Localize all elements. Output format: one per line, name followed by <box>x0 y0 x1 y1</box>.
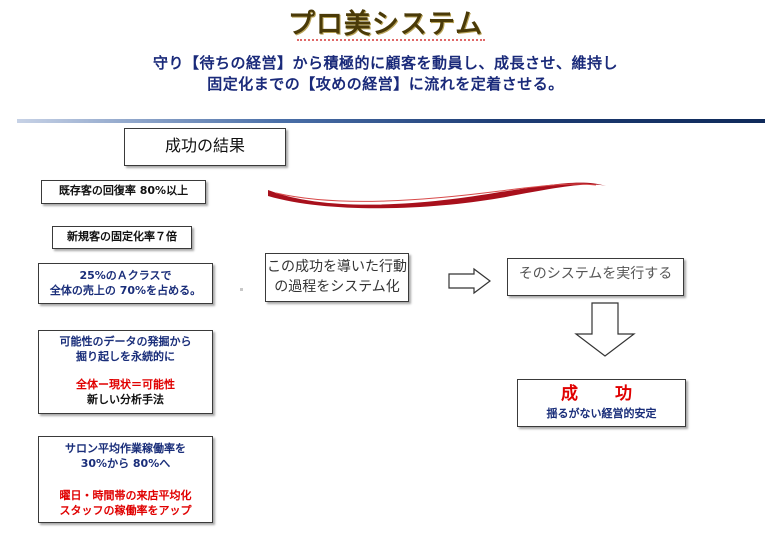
result-text: サロン平均作業稼働率を <box>65 442 186 455</box>
execute-system-box: そのシステムを実行する <box>507 258 684 296</box>
results-heading: 成功の結果 <box>164 136 245 155</box>
result-box-a-class-sales: 25%のＡクラスで 全体の売上の 70%を占める。 <box>38 263 213 304</box>
success-title: 成 功 <box>561 384 642 404</box>
subtitle-line-2: 固定化までの【攻めの経営】に流れを定着させる。 <box>207 75 564 93</box>
result-highlight: 曜日・時間帯の来店平均化 <box>59 489 192 502</box>
result-text: 掘り起しを永続的に <box>76 350 175 363</box>
arrow-down-icon <box>574 302 636 357</box>
arrow-right-icon <box>448 267 491 295</box>
swoosh-stroke <box>268 182 606 209</box>
success-subtitle: 揺るがない経営的安定 <box>546 407 657 420</box>
result-text: 新規客の固定化率７倍 <box>67 230 177 243</box>
result-box-utilization-rate: サロン平均作業稼働率を 30%から 80%へ 曜日・時間帯の来店平均化 スタッフ… <box>38 436 213 523</box>
header-divider <box>17 119 765 123</box>
process-line: の過程をシステム化 <box>274 279 400 295</box>
process-box: この成功を導いた行動 の過程をシステム化 <box>265 253 409 302</box>
result-text: 既存客の回復率 80%以上 <box>58 184 189 197</box>
process-line: この成功を導いた行動 <box>267 259 407 275</box>
results-heading-box: 成功の結果 <box>124 128 286 166</box>
result-note: 新しい分析手法 <box>87 393 164 406</box>
subtitle-line-1: 守り【待ちの経営】から積極的に顧客を動員し、成長させ、維持し <box>152 54 618 72</box>
success-box: 成 功 揺るがない経営的安定 <box>517 379 686 427</box>
result-highlight: 全体ー現状＝可能性 <box>76 378 175 391</box>
result-box-fixation-rate: 新規客の固定化率７倍 <box>52 226 192 249</box>
result-text: 30%から 80%へ <box>80 457 171 470</box>
stray-dot <box>240 288 243 291</box>
result-text: 可能性のデータの発掘から <box>59 335 192 348</box>
result-highlight: スタッフの稼働率をアップ <box>59 504 192 517</box>
title-underline <box>297 39 485 41</box>
execute-system-text: そのシステムを実行する <box>518 266 673 282</box>
result-box-data-discovery: 可能性のデータの発掘から 掘り起しを永続的に 全体ー現状＝可能性 新しい分析手法 <box>38 330 213 414</box>
page-title: プロ美システム <box>287 9 484 40</box>
result-text: 全体の売上の 70%を占める。 <box>49 284 202 297</box>
result-text: 25%のＡクラスで <box>79 269 172 282</box>
swoosh-highlight <box>275 183 597 202</box>
result-box-recovery-rate: 既存客の回復率 80%以上 <box>41 180 206 204</box>
